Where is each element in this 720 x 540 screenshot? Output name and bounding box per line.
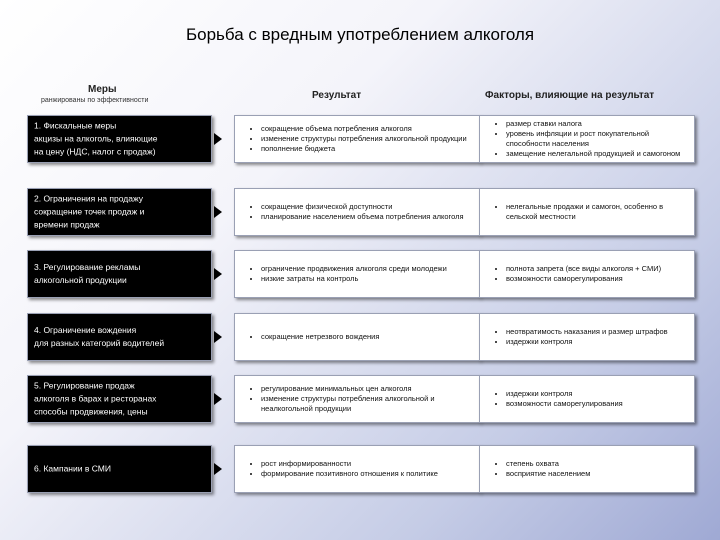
factors-bullet-item: полнота запрета (все виды алкоголя + СМИ…	[506, 264, 690, 274]
factors-box: нелегальные продажи и самогон, особенно …	[479, 188, 695, 236]
diagram-row-5: 5. Регулирование продаж алкоголя в барах …	[27, 375, 695, 423]
measure-text-line: сокращение точек продаж и	[34, 206, 145, 217]
measure-box: 1. Фискальные меры акцизы на алкоголь, вл…	[27, 115, 212, 163]
measure-text-line: акцизы на алкоголь, влияющие	[34, 133, 158, 144]
arrow-measure-to-result	[214, 133, 222, 145]
diagram-row-3: 3. Регулирование рекламы алкогольной прод…	[27, 250, 695, 298]
measure-box: 4. Ограничение вождения для разных катего…	[27, 313, 212, 361]
factors-bullet-item: возможности саморегулирования	[506, 274, 690, 284]
measure-box: 6. Кампании в СМИ	[27, 445, 212, 493]
diagram-row-4: 4. Ограничение вождения для разных катего…	[27, 313, 695, 361]
diagram-row-1: 1. Фискальные меры акцизы на алкоголь, вл…	[27, 115, 695, 163]
result-box: ограничение продвижения алкоголя среди м…	[234, 250, 480, 298]
result-bullet-item: сокращение физической доступности	[261, 202, 475, 212]
factors-box: неотвратимость наказания и размер штрафо…	[479, 313, 695, 361]
result-list: рост информированностиформирование позит…	[235, 459, 479, 479]
result-bullet-item: планирование населением объема потреблен…	[261, 212, 475, 222]
factors-header: Факторы, влияющие на результат	[485, 90, 655, 101]
factors-list: степень охватавосприятие населением	[480, 459, 694, 479]
arrow-measure-to-result	[214, 331, 222, 343]
diagram-row-6: 6. Кампании в СМИ рост информированностиф…	[27, 445, 695, 493]
result-box: сокращение физической доступностипланиро…	[234, 188, 480, 236]
result-bullet-item: низкие затраты на контроль	[261, 274, 475, 284]
factors-list: полнота запрета (все виды алкоголя + СМИ…	[480, 264, 694, 284]
result-header: Результат	[312, 90, 362, 101]
result-list: сокращение физической доступностипланиро…	[235, 202, 479, 222]
result-bullet-item: пополнение бюджета	[261, 144, 475, 154]
result-list: сокращение объема потребления алкоголяиз…	[235, 124, 479, 154]
arrow-measure-to-result	[214, 206, 222, 218]
factors-list: нелегальные продажи и самогон, особенно …	[480, 202, 694, 222]
measure-text-line: 2. Ограничения на продажу	[34, 193, 143, 204]
factors-list: размер ставки налогауровень инфляции и р…	[480, 119, 694, 159]
factors-bullet-item: издержки контроля	[506, 389, 690, 399]
result-list: сокращение нетрезвого вождения	[235, 332, 479, 342]
measure-text-line: 6. Кампании в СМИ	[34, 463, 111, 474]
factors-list: издержки контролявозможности саморегулир…	[480, 389, 694, 409]
measure-text-line: 5. Регулирование продаж	[34, 380, 135, 391]
result-box: регулирование минимальных цен алкоголяиз…	[234, 375, 480, 423]
result-bullet-item: ограничение продвижения алкоголя среди м…	[261, 264, 475, 274]
factors-bullet-item: размер ставки налога	[506, 119, 690, 129]
measure-text-line: времени продаж	[34, 219, 100, 230]
factors-bullet-item: замещение нелегальной продукцией и самог…	[506, 149, 690, 159]
measure-text-line: алкогольной продукции	[34, 275, 127, 285]
diagram-row-2: 2. Ограничения на продажу сокращение точе…	[27, 188, 695, 236]
result-bullet-item: сокращение нетрезвого вождения	[261, 332, 475, 342]
measure-box: 2. Ограничения на продажу сокращение точе…	[27, 188, 212, 236]
arrow-measure-to-result	[214, 463, 222, 475]
factors-box: размер ставки налогауровень инфляции и р…	[479, 115, 695, 163]
result-box: сокращение нетрезвого вождения	[234, 313, 480, 361]
factors-bullet-item: издержки контроля	[506, 337, 690, 347]
measure-text-line: 1. Фискальные меры	[34, 120, 117, 131]
factors-box: степень охватавосприятие населением	[479, 445, 695, 493]
factors-bullet-item: степень охвата	[506, 459, 690, 469]
measure-box: 3. Регулирование рекламы алкогольной прод…	[27, 250, 212, 298]
arrow-measure-to-result	[214, 393, 222, 405]
measure-text-line: алкоголя в барах и ресторанах	[34, 393, 157, 404]
result-list: регулирование минимальных цен алкоголяиз…	[235, 384, 479, 414]
factors-bullet-item: возможности саморегулирования	[506, 399, 690, 409]
arrow-measure-to-result	[214, 268, 222, 280]
measure-box: 5. Регулирование продаж алкоголя в барах …	[27, 375, 212, 423]
factors-bullet-item: неотвратимость наказания и размер штрафо…	[506, 327, 690, 337]
result-box: рост информированностиформирование позит…	[234, 445, 480, 493]
measure-text-line: способы продвижения, цены	[34, 406, 148, 417]
result-bullet-item: сокращение объема потребления алкоголя	[261, 124, 475, 134]
result-bullet-item: изменение структуры потребления алкоголь…	[261, 394, 475, 414]
measures-subheader: ранжированы по эффективности	[41, 97, 149, 104]
measure-text-line: 4. Ограничение вождения	[34, 325, 137, 335]
factors-box: полнота запрета (все виды алкоголя + СМИ…	[479, 250, 695, 298]
factors-box: издержки контролявозможности саморегулир…	[479, 375, 695, 423]
measures-header: Меры	[88, 84, 117, 95]
result-bullet-item: рост информированности	[261, 459, 475, 469]
result-list: ограничение продвижения алкоголя среди м…	[235, 264, 479, 284]
factors-bullet-item: восприятие населением	[506, 469, 690, 479]
factors-bullet-item: уровень инфляции и рост покупательной сп…	[506, 129, 690, 149]
measure-text-line: 3. Регулирование рекламы	[34, 262, 141, 272]
page-title: Борьба с вредным употреблением алкоголя	[185, 25, 535, 44]
measure-text-line: на цену (НДС, налог с продаж)	[34, 146, 156, 157]
factors-list: неотвратимость наказания и размер штрафо…	[480, 327, 694, 347]
factors-bullet-item: нелегальные продажи и самогон, особенно …	[506, 202, 690, 222]
result-bullet-item: изменение структуры потребления алкоголь…	[261, 134, 475, 144]
result-bullet-item: регулирование минимальных цен алкоголя	[261, 384, 475, 394]
result-box: сокращение объема потребления алкоголяиз…	[234, 115, 480, 163]
measure-text-line: для разных категорий водителей	[34, 338, 165, 348]
result-bullet-item: формирование позитивного отношения к пол…	[261, 469, 475, 479]
